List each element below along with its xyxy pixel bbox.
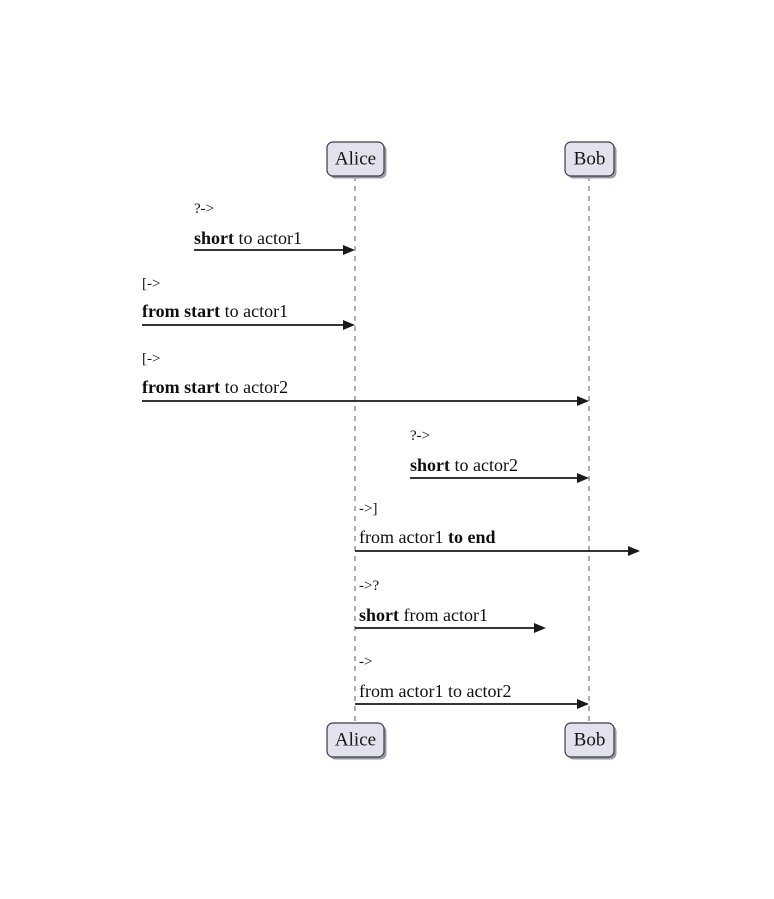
messages-group: ?-> short to actor1 [-> from start to actor… (142, 201, 640, 709)
message-label: from start to actor1 (142, 301, 288, 321)
message-label: from actor1 to actor2 (359, 681, 511, 701)
message-arrowhead-icon (534, 623, 546, 633)
message-arrowhead-icon (343, 245, 355, 255)
message-label: short to actor2 (410, 455, 518, 475)
message-tag: ->] (359, 501, 377, 517)
message-tag: [-> (142, 276, 160, 292)
actor-box-rect (326, 141, 385, 177)
message-label: short to actor1 (194, 228, 302, 248)
message-arrowhead-icon (577, 396, 589, 406)
message-3[interactable]: ?-> short to actor2 (410, 428, 589, 483)
message-arrowhead-icon (577, 699, 589, 709)
actor-box-actor2-bottom[interactable]: Bob (564, 722, 617, 760)
message-tag: -> (359, 654, 372, 670)
message-arrowhead-icon (628, 546, 640, 556)
actor-box-actor1-bottom[interactable]: Alice (326, 722, 387, 760)
message-5[interactable]: ->? short from actor1 (355, 578, 546, 633)
message-1[interactable]: [-> from start to actor1 (142, 276, 355, 330)
actor-label-actor1: Alice (335, 148, 376, 169)
actor-box-rect (564, 722, 615, 758)
actor-box-rect (564, 141, 615, 177)
message-6[interactable]: -> from actor1 to actor2 (355, 654, 589, 709)
message-tag: ->? (359, 578, 379, 594)
actor-label-actor1: Alice (335, 729, 376, 750)
actor-box-actor1-top[interactable]: Alice (326, 141, 387, 179)
actor-label-actor2: Bob (574, 729, 606, 750)
actor-label-actor2: Bob (574, 148, 606, 169)
message-arrowhead-icon (343, 320, 355, 330)
message-tag: ?-> (410, 428, 430, 444)
message-2[interactable]: [-> from start to actor2 (142, 351, 589, 406)
lifelines-group (354, 176, 590, 723)
actor-box-rect (326, 722, 385, 758)
message-tag: ?-> (194, 201, 214, 217)
message-tag: [-> (142, 351, 160, 367)
message-arrowhead-icon (577, 473, 589, 483)
message-0[interactable]: ?-> short to actor1 (194, 201, 355, 255)
message-label: from actor1 to end (359, 527, 495, 547)
actor-box-actor2-top[interactable]: Bob (564, 141, 617, 179)
message-4[interactable]: ->] from actor1 to end (355, 501, 640, 556)
message-label: from start to actor2 (142, 377, 288, 397)
message-label: short from actor1 (359, 605, 488, 625)
